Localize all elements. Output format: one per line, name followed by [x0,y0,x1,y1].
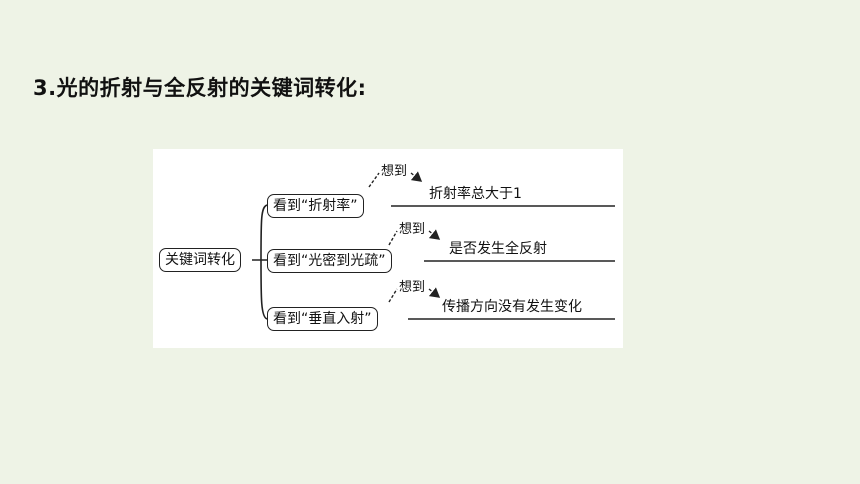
result-text-2: 是否发生全反射 [449,241,547,257]
dashed-arrow-2 [388,231,439,245]
keyword-box-refractive-index: 看到“折射率” [267,194,364,218]
keyword-diagram: 关键词转化 看到“折射率” 看到“光密到光疏” 看到“垂直入射” 想到 想到 想… [153,149,623,348]
keyword-box-dense-to-sparse: 看到“光密到光疏” [267,249,392,273]
root-keyword-box: 关键词转化 [159,248,241,272]
arrow-label-3: 想到 [399,280,426,295]
connector-lines [252,149,615,320]
dashed-arrow-1 [368,173,421,187]
dashed-arrow-3 [388,289,439,302]
arrow-label-2: 想到 [399,222,426,237]
result-text-1: 折射率总大于1 [429,186,522,202]
page-heading: 3.光的折射与全反射的关键词转化: [33,76,367,100]
brace-connector [252,204,268,320]
result-text-3: 传播方向没有发生变化 [442,299,582,315]
arrow-label-1: 想到 [381,164,408,179]
keyword-box-normal-incidence: 看到“垂直入射” [267,307,378,331]
